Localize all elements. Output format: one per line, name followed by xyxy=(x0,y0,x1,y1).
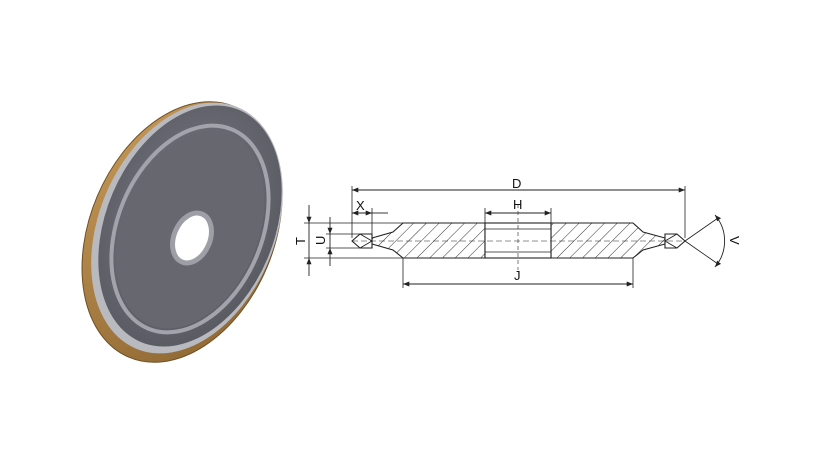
dim-label-h: H xyxy=(513,197,522,212)
dim-label-j: J xyxy=(514,268,521,283)
dim-label-t: T xyxy=(293,237,308,245)
dim-label-x: X xyxy=(356,198,365,213)
wheel-cross-section: D X H J T U V xyxy=(293,176,742,288)
section-right-tip xyxy=(664,233,686,249)
section-right-body xyxy=(550,222,666,259)
wheel-bore-hole xyxy=(170,210,214,266)
dim-label-v: V xyxy=(727,236,742,245)
section-left-body xyxy=(371,222,486,259)
dim-arc-v xyxy=(714,214,725,268)
wheel-3d-render xyxy=(81,101,283,363)
dim-label-d: D xyxy=(512,176,521,191)
wheel-inner-step-highlight xyxy=(109,123,271,335)
dim-label-u: U xyxy=(313,236,328,245)
